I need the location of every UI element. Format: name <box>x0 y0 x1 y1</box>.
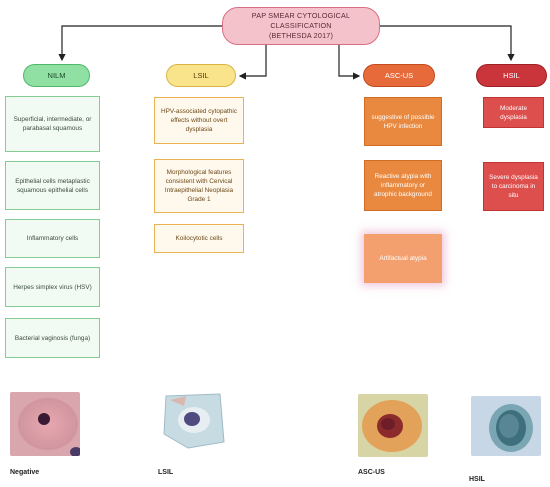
micrograph-caption: ASC-US <box>358 469 385 476</box>
micrograph-caption: Negative <box>10 469 40 476</box>
ascus-item: suggestive of possible HPV infection <box>364 97 442 146</box>
arrow-to-lsil <box>238 45 267 80</box>
category-lsil: LSIL <box>166 64 236 87</box>
arrow-to-ascus <box>338 45 361 80</box>
lsil-item: Morphological features consistent with C… <box>154 159 244 213</box>
nilm-item: Herpes simplex virus (HSV) <box>5 267 100 307</box>
arrow-to-hsil <box>380 25 515 62</box>
micrograph-ascus <box>358 394 428 457</box>
title-line1: PAP SMEAR CYTOLOGICAL CLASSIFICATION <box>251 11 351 30</box>
nilm-item: Bacterial vaginosis (funga) <box>5 318 100 358</box>
category-nilm: NILM <box>23 64 90 87</box>
category-hsil: HSIL <box>476 64 547 87</box>
micrograph-caption: HSIL <box>469 476 485 483</box>
micrograph-hsil <box>471 396 541 456</box>
lsil-item: HPV-associated cytopathic effects withou… <box>154 97 244 144</box>
hsil-item: Severe dysplasia to carcinoma in situ <box>483 162 544 211</box>
nilm-item: Inflammatory cells <box>5 219 100 258</box>
arrow-to-nilm <box>58 25 222 62</box>
micrograph-caption: LSIL <box>158 469 174 476</box>
nilm-item: Epithelial cells metaplastic squamous ep… <box>5 161 100 210</box>
micrograph-lsil <box>158 390 228 452</box>
hsil-item: Moderate dysplasia <box>483 97 544 128</box>
nilm-item: Superficial, intermediate, or parabasal … <box>5 96 100 152</box>
classification-title: PAP SMEAR CYTOLOGICAL CLASSIFICATION (BE… <box>222 7 380 45</box>
ascus-item: Reactive atypia with inflammatory or atr… <box>364 160 442 211</box>
title-line2: (BETHESDA 2017) <box>268 31 334 40</box>
category-ascus: ASC-US <box>363 64 435 87</box>
lsil-item: Koilocytotic cells <box>154 224 244 253</box>
micrograph-negative <box>10 392 80 456</box>
ascus-item: Artifactual atypia <box>364 234 442 283</box>
